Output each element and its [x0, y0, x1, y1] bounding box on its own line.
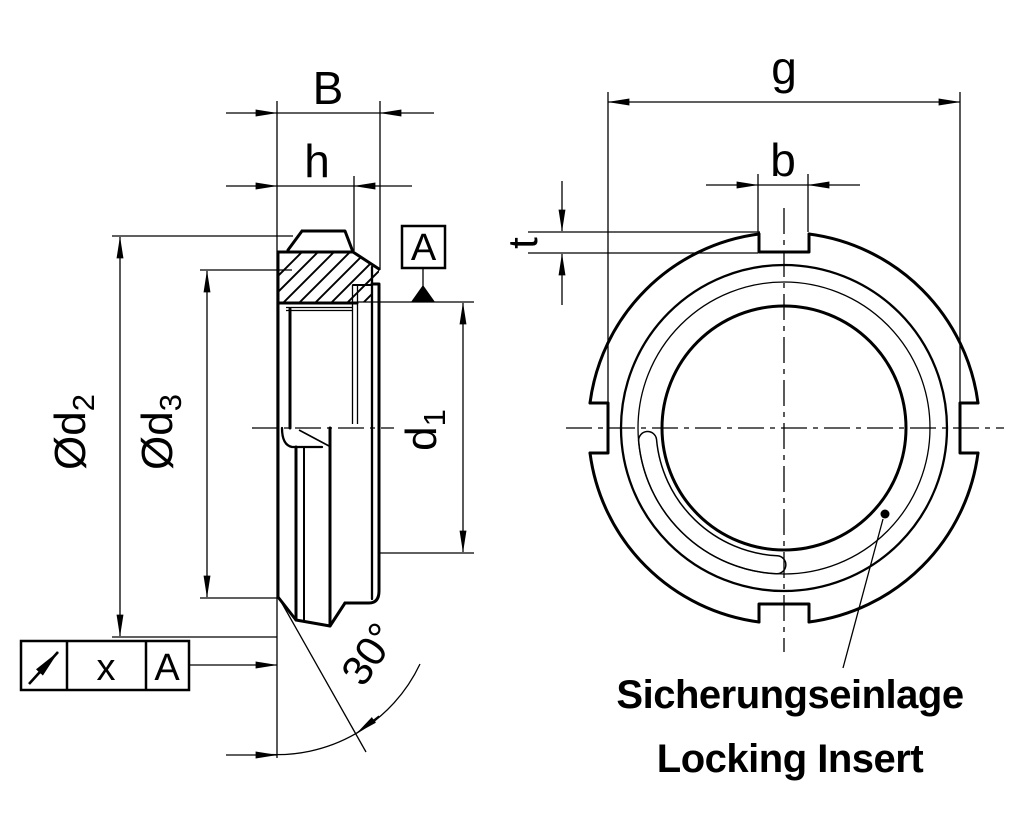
locking-insert-callout: Sicherungseinlage Locking Insert	[616, 509, 964, 781]
dimension-b: b	[706, 134, 860, 232]
fcf-tolerance: x	[97, 647, 116, 689]
front-view: g b t Sicherungseinlage Locking Insert	[499, 42, 1004, 781]
dimension-t: t	[499, 181, 760, 305]
dimension-d3: Ød3	[133, 269, 292, 599]
arc-arrow	[356, 715, 380, 734]
dimension-B: B	[226, 62, 434, 758]
slot-west	[588, 401, 610, 455]
circular-runout-icon	[28, 651, 59, 685]
leader-line	[842, 518, 884, 669]
datum-flag: A	[400, 224, 447, 302]
dim-label-b: b	[770, 134, 796, 186]
dim-label-d1: d1	[397, 409, 452, 451]
outer-arc-se	[807, 451, 980, 624]
right-face-edge	[343, 282, 381, 605]
dim-label-d3: Ød3	[133, 394, 188, 470]
chamfer-extension-line	[278, 597, 367, 753]
side-section-view: B h Ød2 Ød3 d1	[19, 62, 474, 759]
dimension-g: g	[607, 42, 961, 402]
outer-arc-nw	[588, 232, 761, 405]
dim-label-B: B	[313, 62, 344, 114]
bottom-chamfer-edges	[276, 595, 347, 628]
datum-triangle	[411, 285, 435, 302]
dimension-d1: d1	[357, 301, 474, 554]
dim-label-g: g	[771, 42, 797, 94]
slot-profile-top	[286, 229, 355, 254]
runout-feature-control-frame: x A	[19, 639, 278, 692]
dimension-d2: Ød2	[46, 235, 293, 638]
dim-label-t: t	[499, 237, 546, 249]
callout-line-english: Locking Insert	[657, 737, 924, 781]
insert-pocket-corner	[280, 426, 324, 449]
section-hatching	[278, 252, 379, 302]
chamfer-angle-dimension: 30°	[226, 597, 421, 759]
outer-arc-sw	[588, 451, 761, 624]
dimension-h: h	[226, 135, 412, 251]
leader-dot	[880, 509, 890, 519]
angle-arc	[262, 663, 421, 756]
angle-label: 30°	[332, 614, 406, 693]
callout-line-german: Sicherungseinlage	[616, 673, 963, 717]
outer-arc-ne	[807, 232, 980, 405]
dim-label-h: h	[304, 135, 330, 187]
body-top-edge	[276, 250, 381, 271]
pocket-chamfer-line	[298, 429, 330, 447]
datum-label: A	[411, 227, 437, 269]
fcf-datum: A	[154, 647, 180, 689]
nut-outline-side	[276, 229, 381, 628]
dim-label-d2: Ød2	[46, 394, 101, 470]
locking-insert-crescent	[637, 430, 787, 575]
